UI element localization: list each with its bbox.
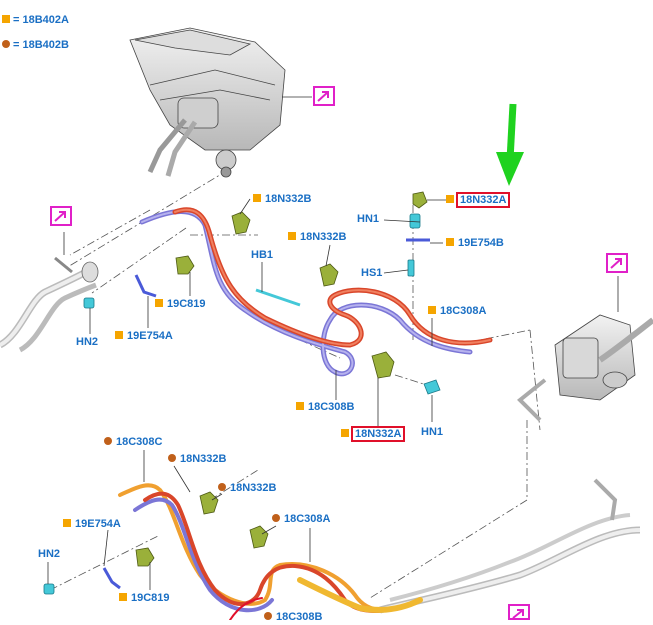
clip-18n332a-lower	[371, 351, 395, 379]
part-label: 18C308A	[272, 513, 330, 526]
lower-hoses	[118, 483, 423, 621]
zoom-arrow-icon[interactable]	[313, 86, 335, 106]
grey-pipes-lower-right	[379, 478, 641, 614]
clip-18n332b-top	[231, 211, 251, 235]
clip-18n332b-mid	[319, 263, 339, 287]
part-label: 19C819	[155, 298, 206, 311]
grey-pipes-left	[0, 256, 99, 353]
part-label: 18C308A	[428, 305, 486, 318]
legend-square-marker	[2, 15, 10, 23]
part-label: HB1	[251, 249, 274, 261]
legend-item-square: = 18B402A	[2, 14, 69, 27]
upper-hoses	[139, 207, 493, 377]
part-label: 18N332B	[168, 453, 226, 466]
clips	[135, 191, 428, 567]
part-label: 18C308C	[104, 436, 162, 449]
part-label: HS1	[361, 267, 383, 279]
part-label: 18N332B	[218, 482, 276, 495]
aux-heater-right	[517, 314, 653, 422]
part-label: HN2	[76, 336, 99, 348]
legend-item-dot: = 18B402B	[2, 39, 69, 52]
part-label: 19E754B	[446, 237, 504, 250]
part-label: 18C308B	[264, 611, 322, 624]
part-label: 19E754A	[63, 518, 121, 531]
clip-18n332b-lower2	[249, 525, 269, 549]
fittings	[43, 213, 441, 595]
legend-text-18b402b: = 18B402B	[13, 39, 69, 51]
legend-dot-marker	[2, 40, 10, 48]
legend-text-18b402a: = 18B402A	[13, 14, 69, 26]
zoom-arrow-icon[interactable]	[508, 604, 530, 620]
part-label: 18C308B	[296, 401, 354, 414]
label-leaders	[47, 198, 619, 590]
part-label-highlighted: 18N332A	[446, 192, 511, 208]
zoom-arrow-icon[interactable]	[50, 206, 72, 226]
brackets	[102, 238, 430, 590]
zoom-arrow-icon[interactable]	[606, 253, 628, 273]
green-arrow-icon	[496, 103, 524, 186]
clip-19c819-lower	[135, 547, 155, 567]
part-label: HN1	[357, 213, 380, 225]
part-label: HN2	[38, 548, 61, 560]
heater-assembly-top	[129, 27, 312, 178]
part-label: 19C819	[119, 592, 170, 605]
part-label: 18N332B	[253, 193, 311, 206]
part-label-highlighted: 18N332A	[341, 426, 406, 442]
clip-18n332a-top	[412, 191, 428, 209]
clip-19c819-top	[175, 255, 195, 275]
clip-18n332b-lower1	[199, 491, 219, 515]
part-label: 18N332B	[288, 231, 346, 244]
part-label: HN1	[421, 426, 444, 438]
part-label: 19E754A	[115, 330, 173, 343]
